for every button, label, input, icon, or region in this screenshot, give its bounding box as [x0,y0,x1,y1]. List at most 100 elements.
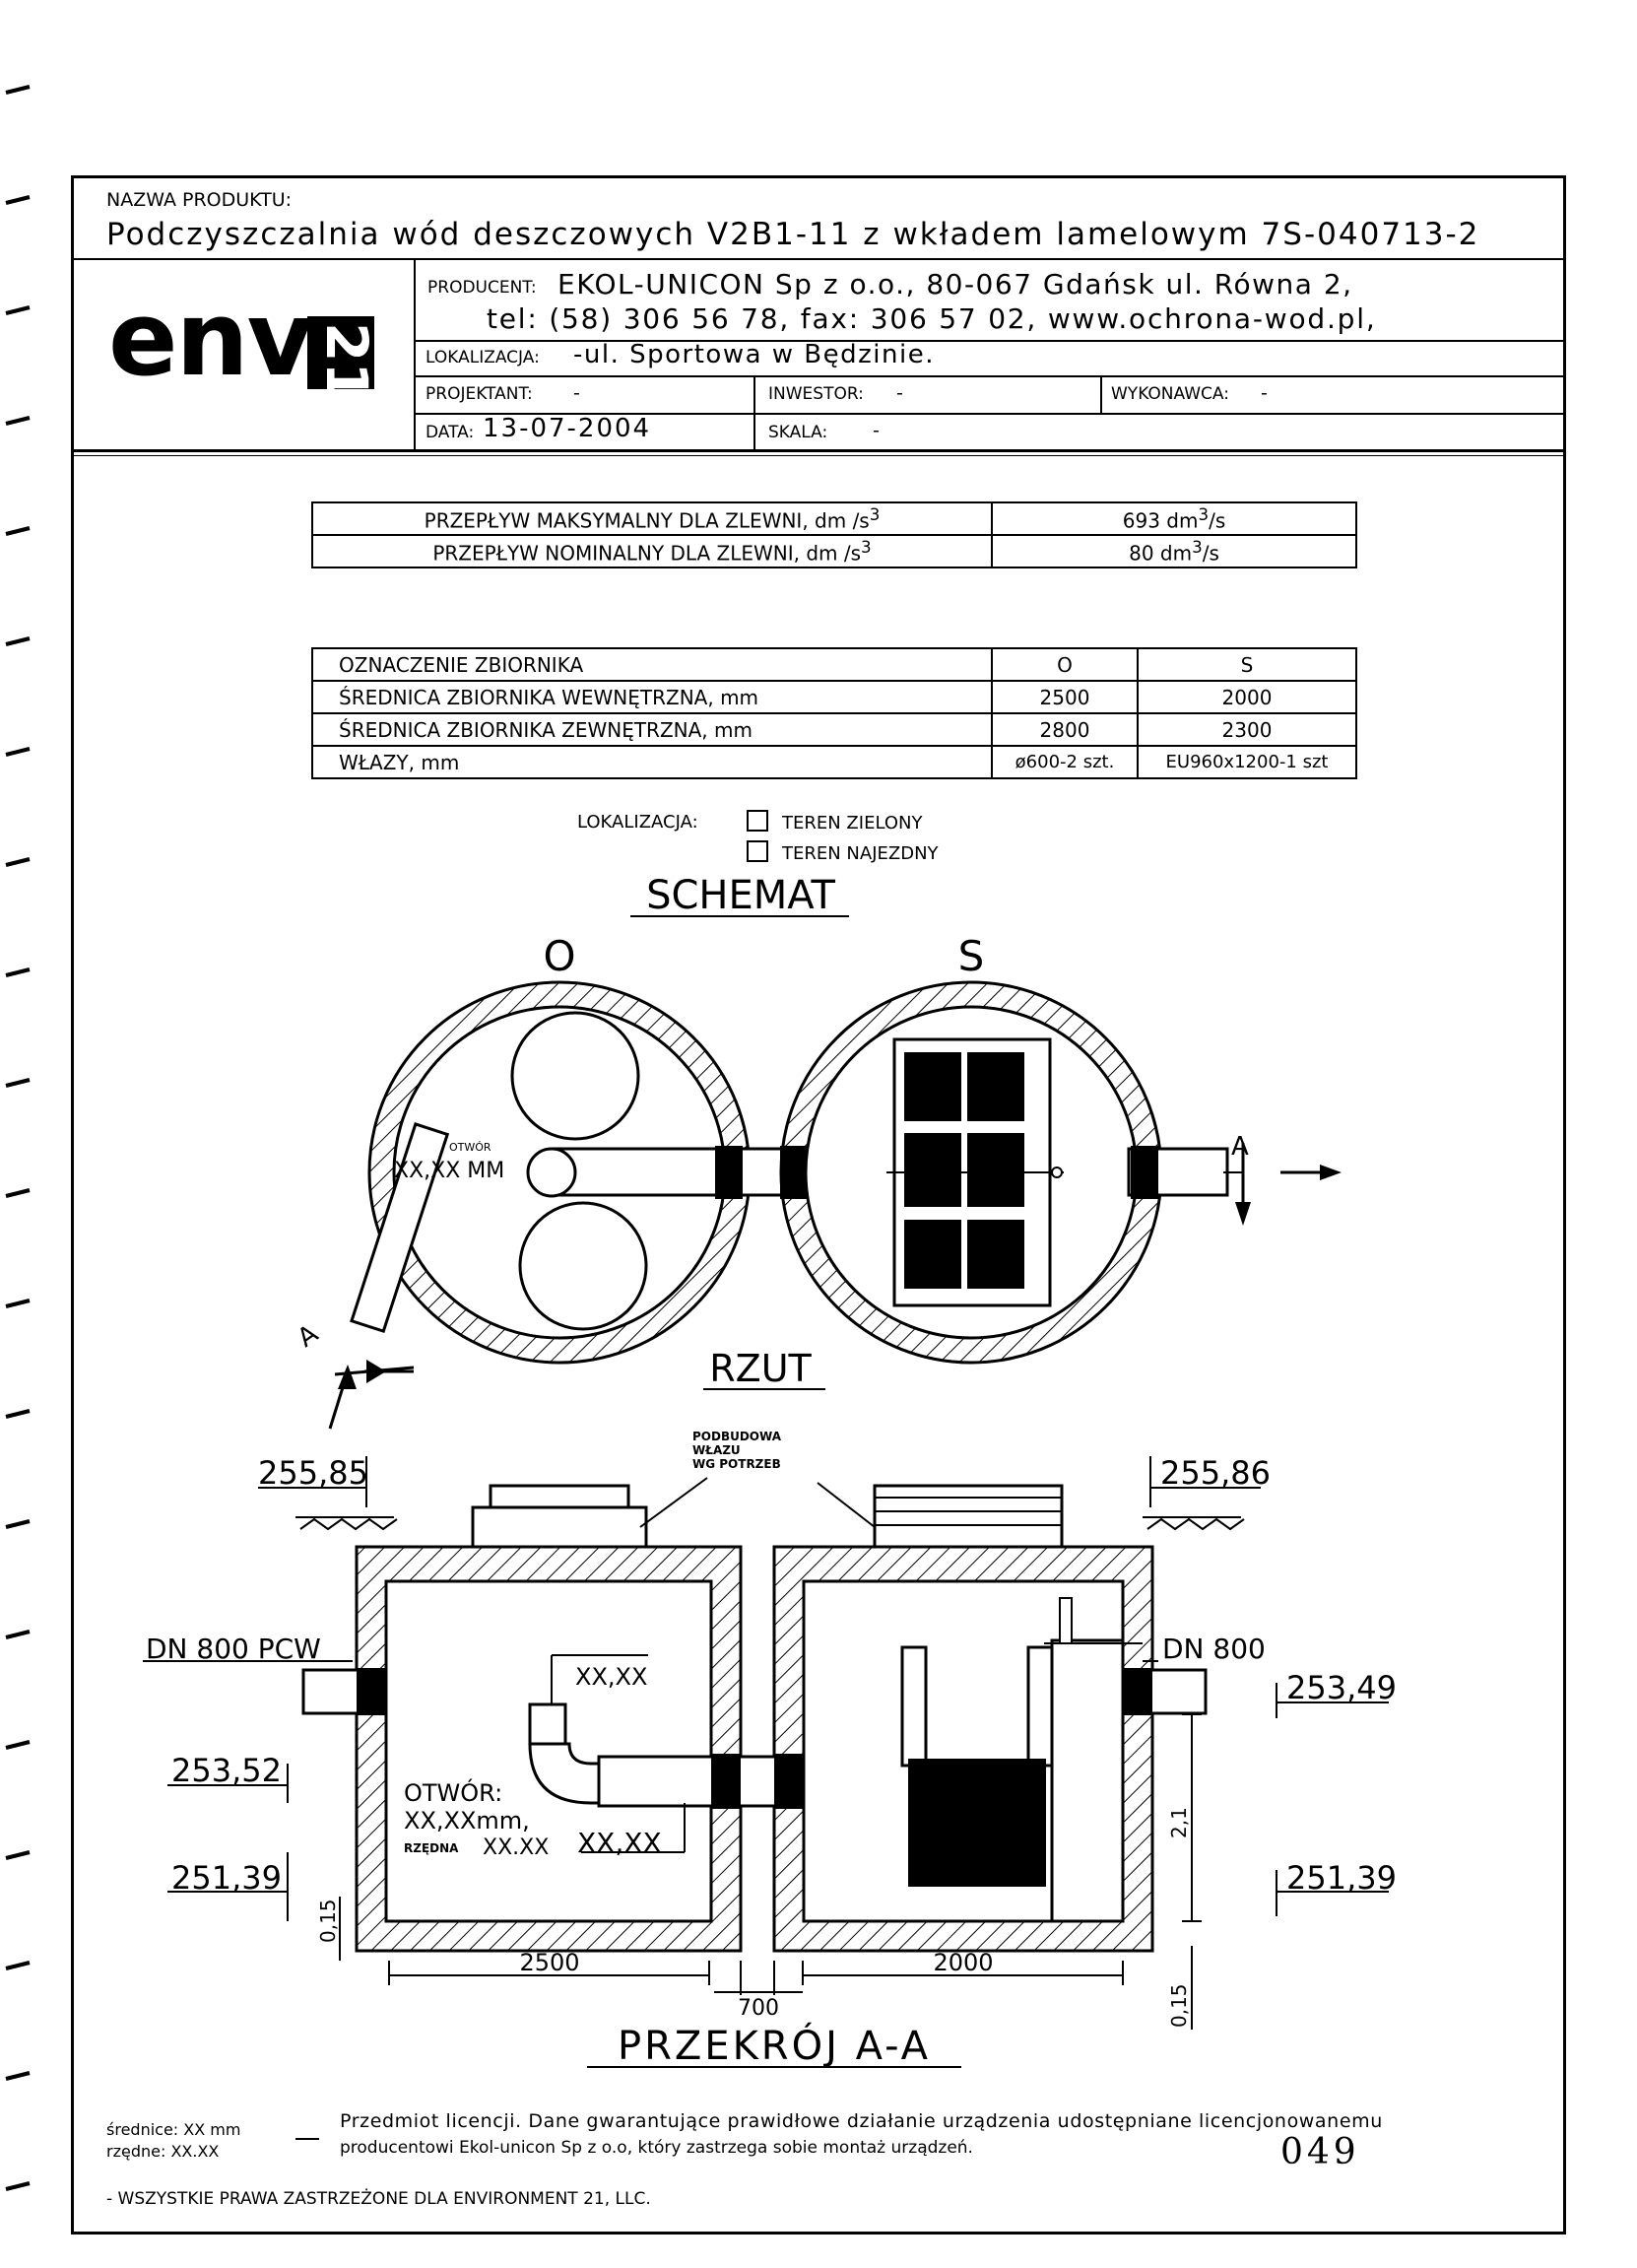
investor-value: - [896,382,903,404]
product-name: Podczyszczalnia wód deszczowych V2B1-11 … [106,217,1480,252]
table-row: ŚREDNICA ZBIORNIKA WEWNĘTRZNA, mm 2500 2… [311,680,1357,714]
otwor-line2: XX,XXmm, [404,1807,530,1834]
checkbox-icon[interactable] [747,810,768,832]
drawing-frame [71,175,1566,2235]
license-line2: producentowi Ekol-unicon Sp z o.o, który… [340,2138,973,2158]
location-options-label: LOKALIZACJA: [577,812,698,833]
dim-2500: 2500 [519,1949,579,1976]
tank-cell: ŚREDNICA ZBIORNIKA ZEWNĘTRZNA, mm [311,712,993,747]
tank-cell: 2800 [991,712,1139,747]
tank-cell: ø600-2 szt. [991,745,1139,779]
date-value: 13-07-2004 [483,414,652,443]
option-teren-zielony[interactable]: TEREN ZIELONY [747,810,922,834]
tank-cell: 2500 [991,680,1139,714]
tank-header-s: S [1137,647,1357,682]
producer-label: PRODUCENT: [427,278,537,298]
tank-cell: ŚREDNICA ZBIORNIKA WEWNĘTRZNA, mm [311,680,993,714]
otwor-level: XX,XX [577,1827,662,1859]
dim-2000: 2000 [933,1949,993,1976]
flow-max-value-sup: 3 [1198,504,1210,524]
dim-700: 700 [738,1996,779,2021]
flow-max-label: PRZEPŁYW MAKSYMALNY DLA ZLEWNI, dm /s [424,508,870,533]
tank-s-plan: A [779,980,1342,1365]
legend-srednice: średnice: XX mm [106,2120,241,2139]
flow-nom-unit: /s [1202,541,1219,566]
location-label: LOKALIZACJA: [426,348,540,367]
section-mark-a-left: A [293,1319,324,1354]
contractor-value: - [1261,382,1268,404]
otwor-line1: OTWÓR: [404,1777,502,1807]
checkbox-icon[interactable] [747,840,768,862]
date-label: DATA: [426,423,475,442]
tank-header-o: O [991,647,1139,682]
level-bottom-right: 251,39 [1286,1859,1397,1897]
section-drawing: 255,85 255,86 PODBUDOWA WŁAZU WG POTRZEB… [143,1430,1397,2030]
section-title: PRZEKRÓJ A-A [618,2022,931,2069]
section-mark-a-right: A [1231,1132,1249,1162]
table-row: OZNACZENIE ZBIORNIKA O S [311,647,1357,682]
table-row: ŚREDNICA ZBIORNIKA ZEWNĘTRZNA, mm 2800 2… [311,712,1357,747]
tank-table: OZNACZENIE ZBIORNIKA O S ŚREDNICA ZBIORN… [311,647,1357,779]
plan-title: RZUT [709,1347,812,1390]
tank-s-label: S [958,932,985,980]
tank-cell: 2300 [1137,712,1357,747]
flow-nom-label: PRZEPŁYW NOMINALNY DLA ZLEWNI, dm /s [432,541,862,566]
level-ground-right: 255,86 [1160,1454,1271,1492]
level-outlet: 253,49 [1286,1669,1397,1706]
designer-label: PROJEKTANT: [426,384,533,404]
otwor-small-label: OTWÓR [449,1141,491,1154]
flow-max-unit: /s [1209,508,1226,533]
tank-header-label: OZNACZENIE ZBIORNIKA [311,647,993,682]
investor-label: INWESTOR: [768,384,864,404]
podbudowa-line2: WŁAZU [692,1443,741,1457]
elbow-level: XX,XX [575,1663,647,1691]
tank-cell: EU960x1200-1 szt [1137,745,1357,779]
outlet-label: DN 800 [1162,1633,1266,1665]
rzedna-label: RZĘDNA [404,1841,459,1855]
producer-line2: tel: (58) 306 56 78, fax: 306 57 02, www… [487,302,1377,335]
flow-max-value: 693 dm [1122,508,1199,533]
env21-logo: env 21 [108,279,394,419]
rights-notice: - WSZYSTKIE PRAWA ZASTRZEŻONE DLA ENVIRO… [106,2189,651,2209]
flow-nom-value-sup: 3 [1192,537,1203,557]
flow-nom-value: 80 dm [1129,541,1193,566]
dim-015-left: 0,15 [316,1899,340,1943]
rzedna-value: XX.XX [483,1835,549,1860]
table-row: PRZEPŁYW NOMINALNY DLA ZLEWNI, dm /s3 80… [311,534,1357,568]
legend-rzedne: rzędne: XX.XX [106,2142,220,2161]
dim-015-right: 0,15 [1167,1983,1191,2028]
product-label: NAZWA PRODUKTU: [106,189,293,211]
tank-cell: WŁAZY, mm [311,745,993,779]
logo-21-block: 21 [307,316,380,402]
scale-value: - [873,420,880,441]
level-inlet: 253,52 [171,1752,282,1789]
producer-line1: EKOL-UNICON Sp z o.o., 80-067 Gdańsk ul.… [557,268,1353,300]
tank-o-label: O [543,932,575,980]
flow-max-sup: 3 [869,504,881,524]
logo-text: env [108,279,313,399]
flow-table: PRZEPŁYW MAKSYMALNY DLA ZLEWNI, dm /s3 6… [311,501,1357,568]
binder-marks [5,85,31,2191]
podbudowa-line1: PODBUDOWA [692,1430,782,1443]
location-value: -ul. Sportowa w Będzinie. [573,340,935,369]
page-number: 049 [1280,2132,1360,2172]
option-teren-najezdny[interactable]: TEREN NAJEZDNY [747,840,939,864]
schemat-title: SCHEMAT [646,873,835,918]
designer-value: - [573,382,580,404]
otwor-dim-label: XX,XX MM [394,1159,504,1183]
flow-nom-sup: 3 [861,537,872,557]
table-row: PRZEPŁYW MAKSYMALNY DLA ZLEWNI, dm /s3 6… [311,501,1357,536]
contractor-label: WYKONAWCA: [1111,384,1229,404]
option-label: TEREN NAJEZDNY [782,843,939,864]
license-line1: Przedmiot licencji. Dane gwarantujące pr… [340,2110,1383,2132]
dim-21: 2,1 [1167,1807,1191,1838]
inlet-label: DN 800 PCW [146,1633,321,1665]
scale-label: SKALA: [768,423,828,442]
podbudowa-line3: WG POTRZEB [692,1457,781,1471]
level-ground-left: 255,85 [258,1454,368,1492]
tank-o-plan: OTWÓR XX,XX MM A [293,980,808,1430]
level-bottom-left: 251,39 [171,1859,282,1897]
table-row: WŁAZY, mm ø600-2 szt. EU960x1200-1 szt [311,745,1357,779]
option-label: TEREN ZIELONY [782,813,923,834]
